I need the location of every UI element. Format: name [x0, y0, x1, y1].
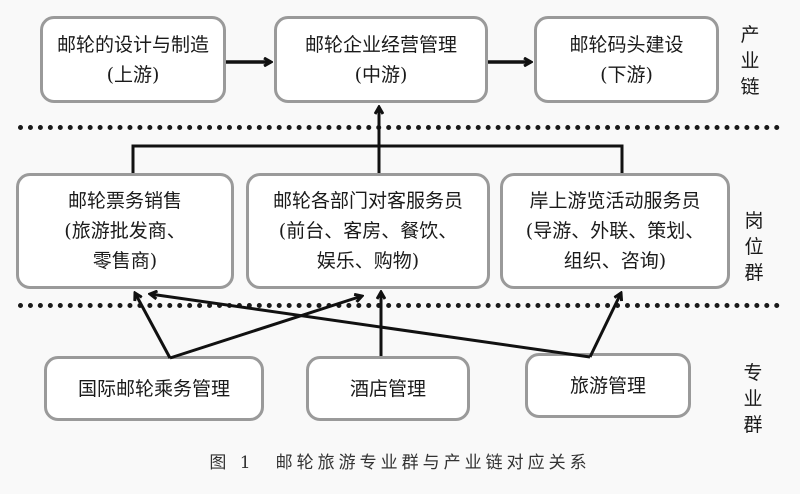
arrow-cruise-to-guest-service: [169, 296, 362, 360]
arrow-tourism-to-ticket: [150, 294, 591, 359]
divider-bottom: [18, 303, 780, 308]
box-ticket-sales: 邮轮票务销售 (旅游批发商、 零售商): [16, 173, 234, 289]
box-guest-service-sub2: 娱乐、购物): [316, 250, 420, 272]
box-midstream-title: 邮轮企业经营管理: [304, 33, 457, 56]
box-shore-excursion-sub2: 组织、咨询): [563, 250, 667, 272]
figure-caption: 图 1 邮轮旅游专业群与产业链对应关系: [209, 453, 591, 473]
label-job-group: 岗 位 群: [744, 210, 764, 284]
box-upstream-title: 邮轮的设计与制造: [56, 33, 209, 56]
box-downstream-title: 邮轮码头建设: [569, 33, 684, 56]
box-midstream-sub: (中游): [354, 63, 408, 86]
box-hotel-management: 酒店管理: [306, 356, 470, 421]
box-tourism-management-title: 旅游管理: [569, 374, 646, 397]
box-shore-excursion: 岸上游览活动服务员 (导游、外联、策划、 组织、咨询): [500, 173, 730, 289]
divider-top: [18, 125, 780, 130]
box-downstream-sub: (下游): [600, 63, 653, 86]
box-downstream: 邮轮码头建设 (下游): [534, 16, 719, 103]
box-cruise-attendant-title: 国际邮轮乘务管理: [77, 377, 230, 400]
box-ticket-sales-sub1: (旅游批发商、: [64, 220, 186, 242]
label-industry-chain: 产 业 链: [740, 24, 760, 98]
box-tourism-management: 旅游管理: [525, 353, 691, 418]
box-shore-excursion-sub1: (导游、外联、策划、: [525, 220, 705, 242]
box-midstream: 邮轮企业经营管理 (中游): [274, 16, 488, 103]
label-major-group: 专 业 群: [743, 362, 763, 436]
box-guest-service-title: 邮轮各部门对客服务员: [272, 190, 463, 212]
box-hotel-management-title: 酒店管理: [349, 377, 426, 400]
arrow-tourism-to-shore: [588, 293, 621, 358]
box-guest-service-sub1: (前台、客房、餐饮、: [278, 220, 458, 242]
box-cruise-attendant: 国际邮轮乘务管理: [44, 356, 264, 421]
box-guest-service: 邮轮各部门对客服务员 (前台、客房、餐饮、 娱乐、购物): [246, 173, 490, 289]
box-ticket-sales-title: 邮轮票务销售: [67, 190, 182, 212]
box-ticket-sales-sub2: 零售商): [92, 250, 158, 272]
arrow-cruise-to-ticket: [135, 293, 172, 359]
box-upstream: 邮轮的设计与制造 (上游): [40, 16, 226, 103]
box-upstream-sub: (上游): [106, 63, 160, 86]
box-shore-excursion-title: 岸上游览活动服务员: [529, 190, 701, 212]
